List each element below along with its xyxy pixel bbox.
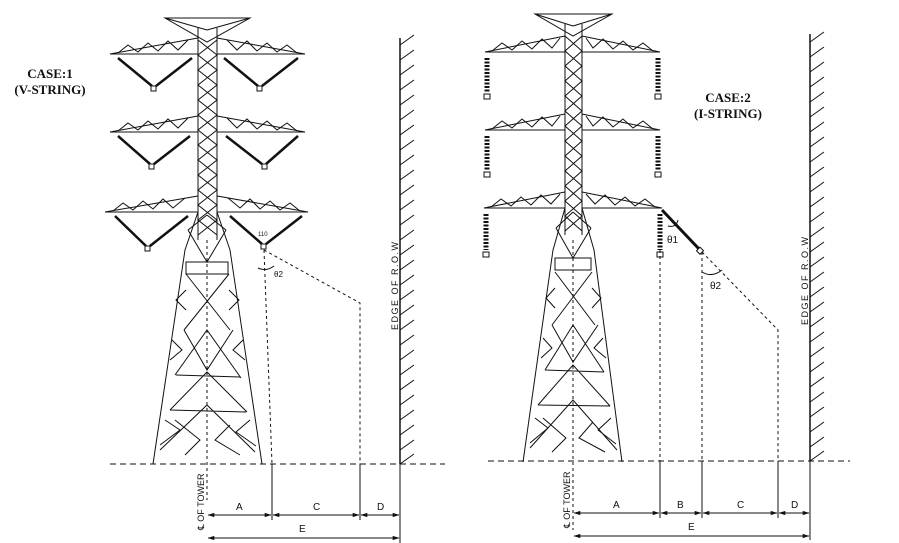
case2-crossarm-mid [484,113,661,131]
case2-dim-b: B [677,500,684,511]
case2-theta1-label: θ1 [667,235,679,246]
case2-edge-row: EDGE OF R.O.W [800,31,825,462]
case2-swung-insulator [660,208,702,252]
case1-theta2-label: θ2 [274,270,283,279]
case1-theta2-arc [257,265,275,271]
case1-clearance-lines [206,240,361,500]
case1-v-insulators [114,57,303,247]
case1-dim-a: A [236,502,243,513]
case2-diagram: θ1 θ2 EDGE OF R.O.W A B C D E ℄ OF TOWER [482,13,850,540]
case1-centerline-label: ℄ OF TOWER [196,473,206,531]
case1-angle-label: 110 [258,232,268,238]
case2-label: CASE:2 (I-STRING) [688,90,768,122]
case1-crossarm-low [104,195,309,213]
case2-centerline-label: ℄ OF TOWER [562,471,572,529]
case2-crossarm-top [484,35,661,53]
case2-subtitle: (I-STRING) [694,106,762,121]
case2-i-insulators [483,58,663,250]
case2-theta2-arc [701,269,723,276]
case1-diagram: θ2 110 EDGE OF R.O.W A C D E ℄ OF TOWER [104,17,445,543]
case2-edge-label: EDGE OF R.O.W [800,235,810,325]
case1-dimensions: A C D E ℄ OF TOWER [196,464,401,543]
case1-label: CASE:1 (V-STRING) [10,66,90,98]
case1-dim-c: C [313,502,320,513]
case1-crossarm-mid [109,115,306,133]
case2-clearance-lines [572,240,779,530]
case2-dim-e: E [688,522,695,533]
case1-tower [104,17,309,465]
case1-dim-e: E [299,524,306,535]
case1-edge-row: EDGE OF R.O.W [390,34,415,465]
case1-edge-label: EDGE OF R.O.W [390,240,400,330]
case2-dim-c: C [737,500,744,511]
case2-theta1-arc [667,219,679,227]
case2-tower [482,13,705,463]
case2-title: CASE:2 [705,90,751,105]
case2-dim-a: A [613,500,620,511]
case2-dimensions: A B C D E ℄ OF TOWER [562,461,811,540]
case2-dim-d: D [791,500,798,511]
case1-dim-d: D [377,502,384,513]
case2-theta2-label: θ2 [710,281,722,292]
case2-crossarm-low [483,191,663,209]
case1-title: CASE:1 [27,66,73,81]
case1-crossarm-top [109,37,306,55]
case1-subtitle: (V-STRING) [14,82,86,97]
